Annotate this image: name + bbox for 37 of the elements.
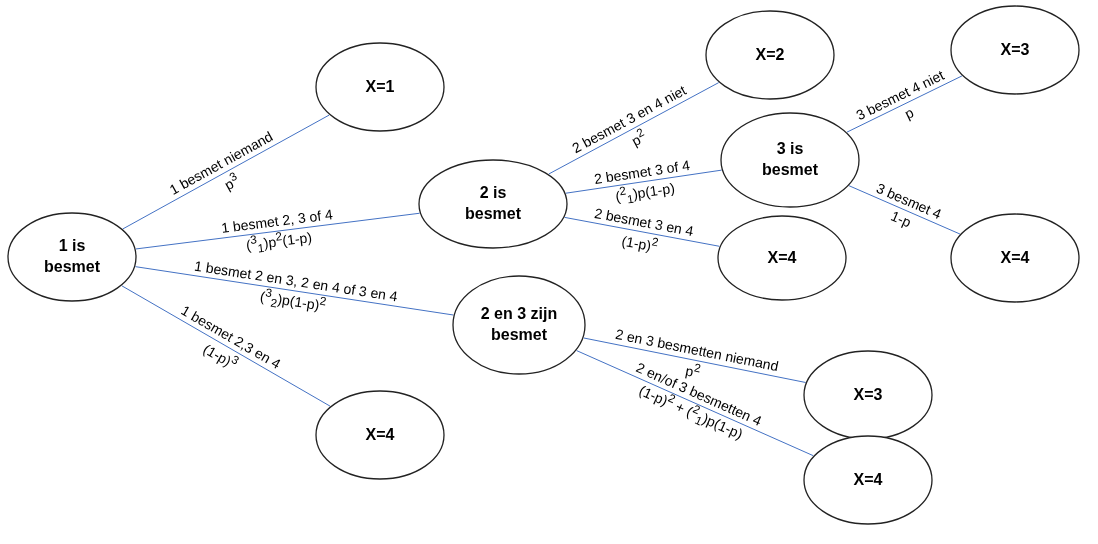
node-label: X=2 [754, 44, 786, 65]
connector-line [121, 285, 331, 407]
ellipse-node [705, 10, 835, 100]
ellipse-node [717, 215, 847, 301]
probability-label: p$^{2}$ [683, 360, 702, 381]
connector-line [583, 337, 807, 383]
connector-line [846, 75, 963, 133]
node-label: 3 is besmet [761, 139, 819, 180]
ellipse-node [452, 275, 586, 375]
ellipse-node [315, 42, 445, 132]
connector-line [565, 169, 723, 194]
ellipse-node [418, 159, 568, 249]
node-label: X=3 [852, 384, 884, 405]
connector-line [135, 212, 421, 250]
connector-line [848, 185, 961, 235]
connector-line [576, 350, 814, 457]
ellipse-node [803, 350, 933, 440]
probability-label: (1-p)$^{2}$ [620, 231, 660, 254]
node-label: X=1 [364, 76, 396, 97]
node-label: X=4 [852, 469, 884, 490]
node-label: X=4 [999, 247, 1031, 268]
node-label: X=4 [766, 247, 798, 268]
ellipse-node [315, 390, 445, 480]
probability-label: ($^{3}$$_{1}$)p$^{2}$(1-p) [245, 229, 314, 256]
node-label: X=3 [999, 39, 1031, 60]
node-label: 2 is besmet [464, 183, 522, 224]
connector-line [122, 114, 330, 230]
ellipse-node [7, 212, 137, 302]
node-label: 1 is besmet [43, 236, 101, 277]
node-label: 2 en 3 zijn besmet [479, 304, 559, 345]
ellipse-node [950, 5, 1080, 95]
connector-line [564, 216, 720, 247]
node-label: X=4 [364, 424, 396, 445]
ellipse-node [950, 213, 1080, 303]
connector-line [548, 82, 720, 175]
connector-line [135, 266, 454, 316]
ellipse-node [803, 435, 933, 525]
